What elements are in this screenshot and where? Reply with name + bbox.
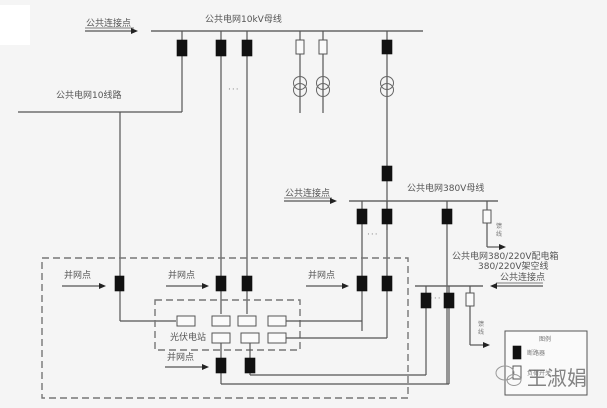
ellipsis: ··· [228,85,240,95]
breaker-icon [356,208,368,225]
transformer-icon [380,83,394,97]
pv-inverter-icon [176,315,196,327]
breaker-icon [176,39,188,57]
breaker-icon [114,275,125,292]
legend-box [504,330,588,396]
breaker-icon [241,39,253,57]
load-switch-icon [295,39,305,55]
transformer-icon [380,76,394,90]
line-10-label: 公共电网10线路 [56,89,121,101]
legend-title: 图例 [539,335,551,343]
bus-10kv-label: 公共电网10kV母线 [205,13,282,25]
dist-box-label: 公共电网380/220V配电箱 [452,250,559,262]
feeder-label: 线 [478,328,484,336]
corner-patch [0,5,30,45]
breaker-icon [381,39,393,55]
breaker-icon [215,275,227,292]
ellipsis: ··· [430,294,442,304]
watermark-text: 王淑娟 [527,366,587,390]
ellipsis: ··· [367,230,379,240]
arrow-head-icon [499,244,506,250]
transformer-icon [316,83,330,97]
pcc-mid-label: 公共连接点 [285,187,330,199]
feeder-label: 馈 [478,320,484,328]
breaker-icon [381,208,393,225]
arrow-head-icon [483,342,490,348]
grid-point-label: 并网点 [167,351,194,363]
wechat-icon [495,365,515,381]
arrow-head-icon [490,283,497,289]
pv-station-label: 光伏电站 [170,331,206,343]
grid-connection-area [41,257,409,399]
transformer-icon [316,76,330,90]
breaker-icon [381,275,393,292]
load-switch-icon [465,292,475,307]
arrow-head-icon [202,283,209,289]
load-switch-icon [482,209,492,224]
pv-inverter-icon [211,332,231,344]
arrow-head-icon [342,283,349,289]
pv-inverter-icon [267,315,287,327]
pcc-right-label: 公共连接点 [500,271,545,283]
pv-inverter-icon [240,332,260,344]
breaker-icon [241,275,253,292]
arrow-head-icon [99,283,106,289]
transformer-icon [293,83,307,97]
grid-point-label: 并网点 [168,269,195,281]
breaker-icon [420,292,432,309]
breaker-icon [381,165,393,182]
watermark: 王淑娟 [495,365,587,390]
breaker-icon [356,275,368,292]
arrow-head-icon [131,28,138,34]
overhead-line-label: 380/220V架空线 [478,260,549,272]
pv-inverter-icon [267,332,287,344]
feeder-label: 馈 [496,222,502,230]
legend-load-switch-icon [512,365,522,380]
bus-380v-label: 公共电网380V母线 [407,182,484,194]
breaker-icon [244,357,256,374]
legend-breaker-label: 断路器 [527,349,545,357]
breaker-icon [441,208,453,225]
pcc-top-label: 公共连接点 [86,17,131,29]
grid-point-label: 并网点 [308,269,335,281]
legend-breaker-icon [512,345,522,360]
pv-inverter-icon [211,315,231,327]
pv-inverter-icon [237,315,257,327]
breaker-icon [443,292,455,309]
legend-load-switch-label: 负荷开关 [527,369,551,377]
load-switch-icon [318,39,328,55]
arrow-head-icon [330,198,337,204]
feeder-label: 线 [496,230,502,238]
pv-station-box [154,299,301,351]
breaker-icon [215,39,227,57]
arrow-head-icon [202,364,209,370]
grid-point-label: 并网点 [64,269,91,281]
wechat-icon [506,374,522,386]
transformer-icon [293,76,307,90]
breaker-icon [215,357,227,374]
